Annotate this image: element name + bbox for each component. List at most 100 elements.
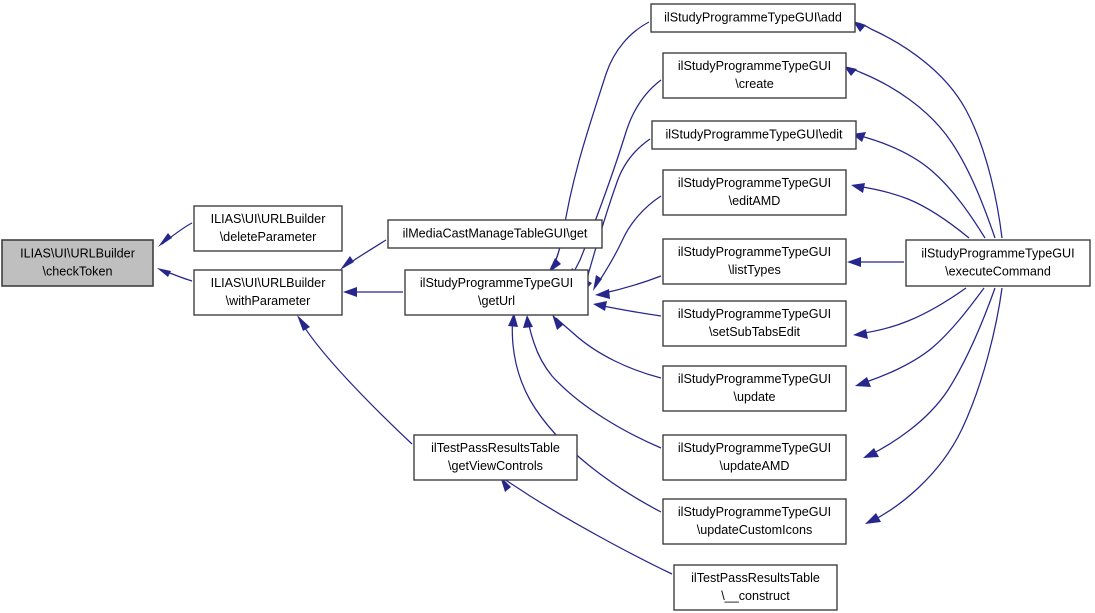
call-edge [508,313,662,513]
graph-node-create[interactable]: ilStudyProgrammeTypeGUI \create [662,52,847,99]
node-box[interactable] [673,564,838,611]
edge-line [857,287,967,335]
call-edge [844,66,996,239]
node-label-line2: \executeCommand [945,264,1051,278]
graph-node-setSubTabsEdit[interactable]: ilStudyProgrammeTypeGUI \setSubTabsEdit [662,300,847,347]
node-label-line2: \updateAMD [719,459,789,473]
node-label-line2: \listTypes [728,263,781,277]
edge-arrowhead-icon [595,289,610,299]
node-label-line1: ilStudyProgrammeTypeGUI [921,246,1074,260]
node-label-line1: ilTestPassResultsTable [691,571,820,585]
call-edge [500,476,673,575]
node-label-line1: ilStudyProgrammeTypeGUI [678,441,831,455]
edge-arrowhead-icon [853,21,866,32]
node-label-line1: ilStudyProgrammeTypeGUI\edit [665,127,843,141]
edge-line [551,21,650,269]
edge-arrowhead-icon [853,329,868,339]
node-label-line1: ilTestPassResultsTable [431,441,560,455]
call-edge [548,21,650,273]
edge-line [855,185,970,239]
edge-arrowhead-icon [851,183,865,193]
call-edge [343,287,403,297]
edge-arrowhead-icon [552,314,563,330]
node-label-line2: \editAMD [729,194,781,208]
node-box[interactable] [662,238,847,285]
graph-node-executeCommand[interactable]: ilStudyProgrammeTypeGUI \executeCommand [905,239,1091,287]
call-edge [853,21,1003,239]
node-label-line1: ILIAS\UI\URLBuilder [211,212,326,226]
graph-node-construct[interactable]: ilTestPassResultsTable \__construct [673,564,838,611]
node-box[interactable] [662,365,847,412]
graph-node-deleteParameter[interactable]: ILIAS\UI\URLBuilder \deleteParameter [193,205,343,252]
node-label-line1: ilStudyProgrammeTypeGUI [678,59,831,73]
graph-node-updateCustomIcons[interactable]: ilStudyProgrammeTypeGUI\updateCustomIcon… [662,498,847,545]
node-box[interactable] [1,239,154,287]
call-edge [593,301,662,317]
node-label-line2: \withParameter [226,294,311,308]
graph-node-update[interactable]: ilStudyProgrammeTypeGUI \update [662,365,847,412]
graph-node-edit[interactable]: ilStudyProgrammeTypeGUI\edit [651,120,857,150]
node-label-line1: ilStudyProgrammeTypeGUI [420,276,573,290]
edge-arrowhead-icon [343,287,357,297]
edge-line [848,67,996,239]
edge-arrowhead-icon [593,275,602,291]
node-box[interactable] [662,300,847,347]
edge-line [869,287,1003,523]
edge-line [859,287,985,385]
node-box[interactable] [662,498,847,545]
graph-node-listTypes[interactable]: ilStudyProgrammeTypeGUI \listTypes [662,238,847,285]
graph-node-updateAMD[interactable]: ilStudyProgrammeTypeGUI \updateAMD [662,434,847,481]
edge-arrowhead-icon [548,258,561,273]
edge-line [569,79,662,279]
call-edge [595,275,662,299]
edge-line [595,195,662,287]
node-label-line2: \updateCustomIcons [697,523,813,537]
node-box[interactable] [662,52,847,99]
node-box[interactable] [651,120,857,150]
node-label-line2: \deleteParameter [220,230,317,244]
graph-node-mediaCastGet[interactable]: ilMediaCastManageTableGUI\get [387,219,603,249]
node-box[interactable] [413,434,578,481]
node-label-line2: \setSubTabsEdit [709,325,801,339]
call-edge [157,268,193,282]
node-box[interactable] [650,3,856,33]
node-label-line2: \__construct [721,589,790,603]
edge-arrowhead-icon [508,313,518,327]
node-box[interactable] [662,169,847,216]
call-edge [851,183,970,239]
edge-arrowhead-icon [297,315,310,331]
graph-node-editAMD[interactable]: ilStudyProgrammeTypeGUI\editAMD [662,169,847,216]
node-box[interactable] [387,219,603,249]
call-edge [853,287,967,339]
node-box[interactable] [193,269,343,316]
graph-node-getUrl[interactable]: ilStudyProgrammeTypeGUI\getUrl [404,269,589,316]
node-box[interactable] [193,205,343,252]
graph-node-add[interactable]: ilStudyProgrammeTypeGUI\add [650,3,856,33]
node-label-line2: \update [733,390,775,404]
call-edge [865,287,1003,524]
edge-line [555,317,662,379]
graph-node-getViewControls[interactable]: ilTestPassResultsTable\getViewControls [413,434,578,481]
call-edge [158,222,193,247]
node-box[interactable] [404,269,589,316]
edge-line [597,304,662,317]
node-label-line1: ilStudyProgrammeTypeGUI [678,307,831,321]
graph-node-checkToken[interactable]: ILIAS\UI\URLBuilder\checkToken [1,239,154,287]
node-box[interactable] [905,239,1091,287]
node-label-line1: ilMediaCastManageTableGUI\get [403,226,588,240]
edge-line [867,287,996,457]
node-label-line1: ILIAS\UI\URLBuilder [211,276,326,290]
edge-arrowhead-icon [844,66,857,76]
graph-node-withParameter[interactable]: ILIAS\UI\URLBuilder \withParameter [193,269,343,316]
node-label-line1: ilStudyProgrammeTypeGUI\add [664,10,842,24]
node-label-line2: \create [735,77,774,91]
edge-arrowhead-icon [855,377,871,387]
call-edge [566,79,662,282]
node-label-line1: ilStudyProgrammeTypeGUI [678,245,831,259]
node-label-line1: ilStudyProgrammeTypeGUI [678,372,831,386]
call-edge [523,315,662,449]
edge-arrowhead-icon [865,513,881,524]
node-box[interactable] [662,434,847,481]
edge-arrowhead-icon [863,448,879,458]
